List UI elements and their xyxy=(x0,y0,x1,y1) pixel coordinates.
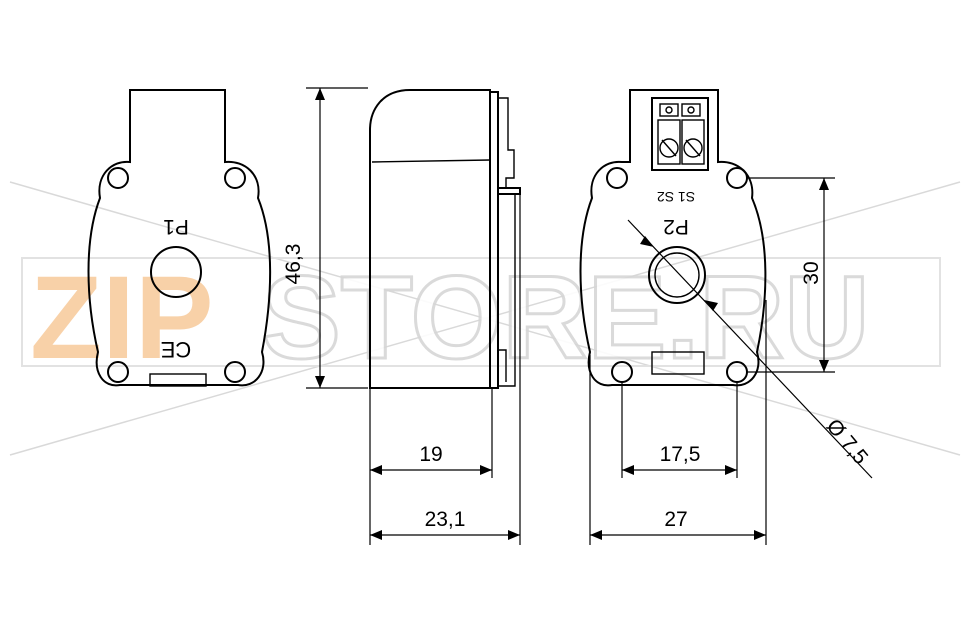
dim-diameter-label: Ø 7,5 xyxy=(822,415,873,469)
marking-s1-s2: S1 S2 xyxy=(657,189,695,205)
front-view-left: P1 CE xyxy=(87,89,272,387)
watermark: ZIP STORE.RU xyxy=(9,181,961,456)
side-view xyxy=(369,89,521,389)
aperture-circle xyxy=(150,246,202,298)
marking-p1: P1 xyxy=(163,215,189,238)
dim-hole-vertical-label: 30 xyxy=(800,261,823,284)
mount-hole-icon xyxy=(107,167,129,189)
mount-hole-icon xyxy=(107,361,129,383)
bottom-clip xyxy=(149,373,207,387)
mount-hole-icon xyxy=(726,167,748,189)
mount-hole-icon xyxy=(224,361,246,383)
mount-hole-icon xyxy=(606,167,628,189)
dim-hole-horizontal-label: 17,5 xyxy=(660,443,701,466)
mount-hole-icon xyxy=(224,167,246,189)
marking-p2: P2 xyxy=(663,215,689,238)
watermark-zip: ZIP xyxy=(30,252,214,384)
dim-depth-total-label: 23,1 xyxy=(425,508,466,531)
dim-depth-body-label: 19 xyxy=(419,443,442,466)
bottom-clip xyxy=(651,351,705,375)
ce-mark-icon: CE xyxy=(161,337,192,362)
dim-width-label: 27 xyxy=(664,508,687,531)
dim-height-label: 46,3 xyxy=(282,244,305,285)
side-clip xyxy=(497,187,521,195)
aperture-outer xyxy=(648,246,706,304)
terminal-block-icon xyxy=(651,97,709,171)
watermark-store: STORE.RU xyxy=(262,252,870,384)
aperture-inner xyxy=(654,252,700,298)
